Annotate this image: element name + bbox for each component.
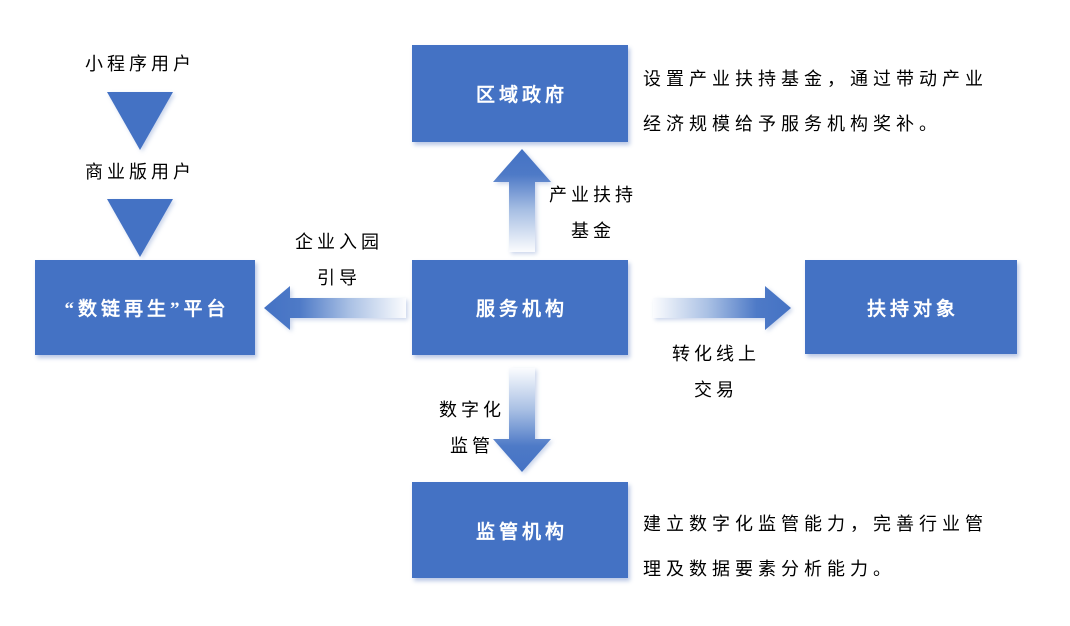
- node-service-organization-label: 服务机构: [475, 299, 568, 320]
- node-support-target-label: 扶持对象: [866, 298, 959, 320]
- node-regional-government: 区域政府: [412, 45, 628, 142]
- edge-label-enterprise-park-guidance: 企业入园 引导: [283, 224, 395, 296]
- arrow-left-icon: [264, 286, 406, 330]
- down-triangle-icon: [107, 92, 173, 150]
- note-line: 理及数据要素分析能力。: [643, 559, 896, 579]
- node-support-target: 扶持对象: [805, 260, 1017, 354]
- note-regulator: 建立数字化监管能力，完善行业管 理及数据要素分析能力。: [643, 502, 1043, 592]
- edge-label-line: 数字化: [439, 400, 505, 420]
- edge-label-line: 转化线上: [672, 344, 760, 364]
- edge-label-online-trade-conversion: 转化线上 交易: [660, 336, 772, 408]
- arrow-down-icon: [493, 368, 551, 472]
- node-platform: “数链再生”平台: [35, 260, 255, 355]
- node-regional-government-label: 区域政府: [475, 85, 568, 106]
- edge-label-line: 企业入园: [295, 232, 383, 252]
- node-service-organization: 服务机构: [412, 260, 628, 355]
- edge-label-line: 产业扶持: [549, 185, 637, 205]
- note-line: 经济规模给予服务机构奖补。: [643, 114, 942, 134]
- node-platform-label: “数链再生”平台: [64, 299, 230, 320]
- down-triangle-icon: [107, 199, 173, 257]
- edge-label-line: 基金: [571, 221, 615, 241]
- node-regulator-label: 监管机构: [475, 521, 568, 543]
- funnel-label-mini-program-users: 小程序用户: [85, 54, 195, 74]
- edge-label-digital-regulation: 数字化 监管: [428, 392, 516, 464]
- node-regulator: 监管机构: [412, 482, 628, 578]
- edge-label-line: 交易: [694, 380, 738, 400]
- note-government: 设置产业扶持基金，通过带动产业 经济规模给予服务机构奖补。: [643, 57, 1043, 147]
- note-line: 建立数字化监管能力，完善行业管: [643, 514, 988, 534]
- edge-label-line: 引导: [317, 268, 361, 288]
- funnel-label-business-users: 商业版用户: [85, 162, 195, 182]
- note-line: 设置产业扶持基金，通过带动产业: [643, 69, 988, 89]
- arrow-up-icon: [493, 149, 551, 252]
- arrow-right-icon: [653, 286, 791, 330]
- edge-label-industry-support-fund: 产业扶持 基金: [537, 177, 649, 249]
- edge-label-line: 监管: [450, 436, 494, 456]
